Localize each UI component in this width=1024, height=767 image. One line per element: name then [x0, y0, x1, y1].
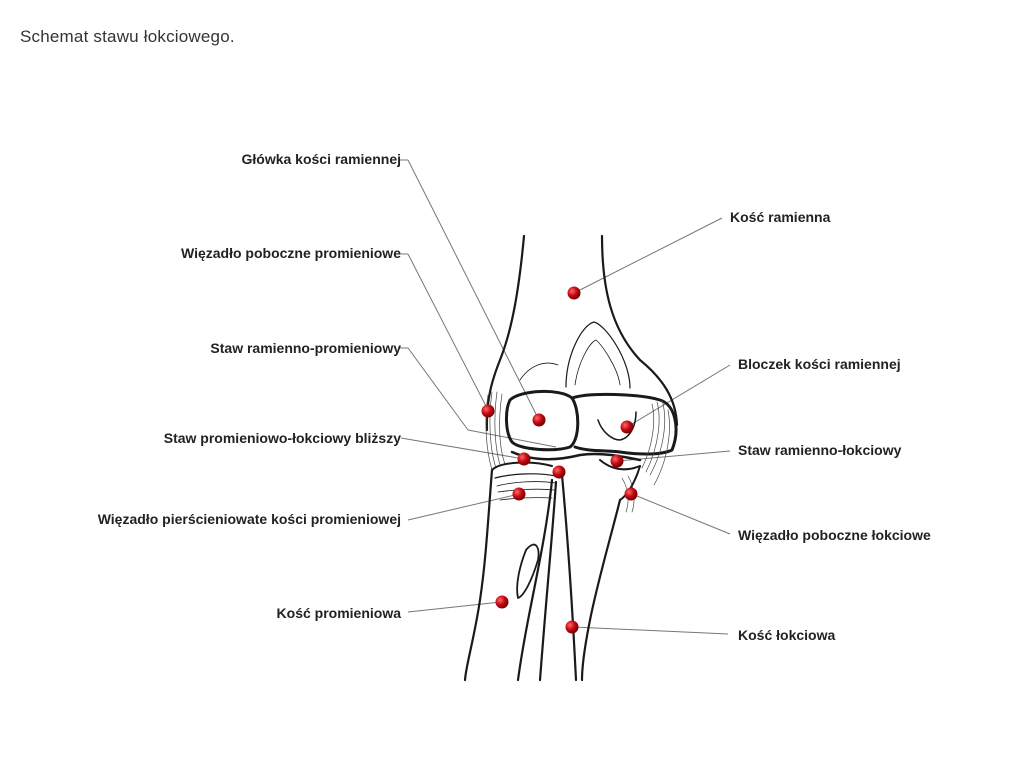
marker-kosc-promieniowa — [495, 595, 509, 609]
label-staw-promieniowo-lokciowy-blizszy: Staw promieniowo-łokciowy bliższy — [163, 430, 401, 446]
marker-wiezadlo-poboczne-lokciowe — [624, 487, 638, 501]
marker-bloczek — [620, 420, 634, 434]
diagram-title: Schemat stawu łokciowego. — [20, 27, 235, 46]
label-kosc-lokciowa: Kość łokciowa — [738, 627, 836, 643]
label-wiezadlo-poboczne-lokciowe: Więzadło poboczne łokciowe — [738, 527, 931, 543]
label-kosc-promieniowa: Kość promieniowa — [276, 605, 401, 621]
label-glowka-kosci-ramiennej: Główka kości ramiennej — [241, 151, 401, 167]
label-wiezadlo-poboczne-promieniowe: Więzadło poboczne promieniowe — [180, 245, 401, 261]
marker-wiezadlo-pierscieniowate — [512, 487, 526, 501]
markers — [481, 286, 638, 634]
label-staw-ramienno-lokciowy: Staw ramienno-łokciowy — [738, 442, 902, 458]
marker-kosc-ramienna — [567, 286, 581, 300]
bone-outlines — [463, 234, 679, 682]
marker-glowka — [532, 413, 546, 427]
leader-lines — [400, 159, 731, 635]
label-bloczek-kosci-ramiennej: Bloczek kości ramiennej — [738, 356, 901, 372]
marker-staw-ramienno-lokciowy — [610, 454, 624, 468]
label-wiezadlo-pierscieniowate: Więzadło pierścieniowate kości promienio… — [97, 511, 401, 527]
marker-staw-promieniowo-lokciowy — [552, 465, 566, 479]
marker-staw-ramienno-promieniowy — [517, 452, 531, 466]
marker-wiezadlo-poboczne-promieniowe — [481, 404, 495, 418]
marker-kosc-lokciowa — [565, 620, 579, 634]
label-kosc-ramienna: Kość ramienna — [730, 209, 831, 225]
label-staw-ramienno-promieniowy: Staw ramienno-promieniowy — [210, 340, 401, 356]
